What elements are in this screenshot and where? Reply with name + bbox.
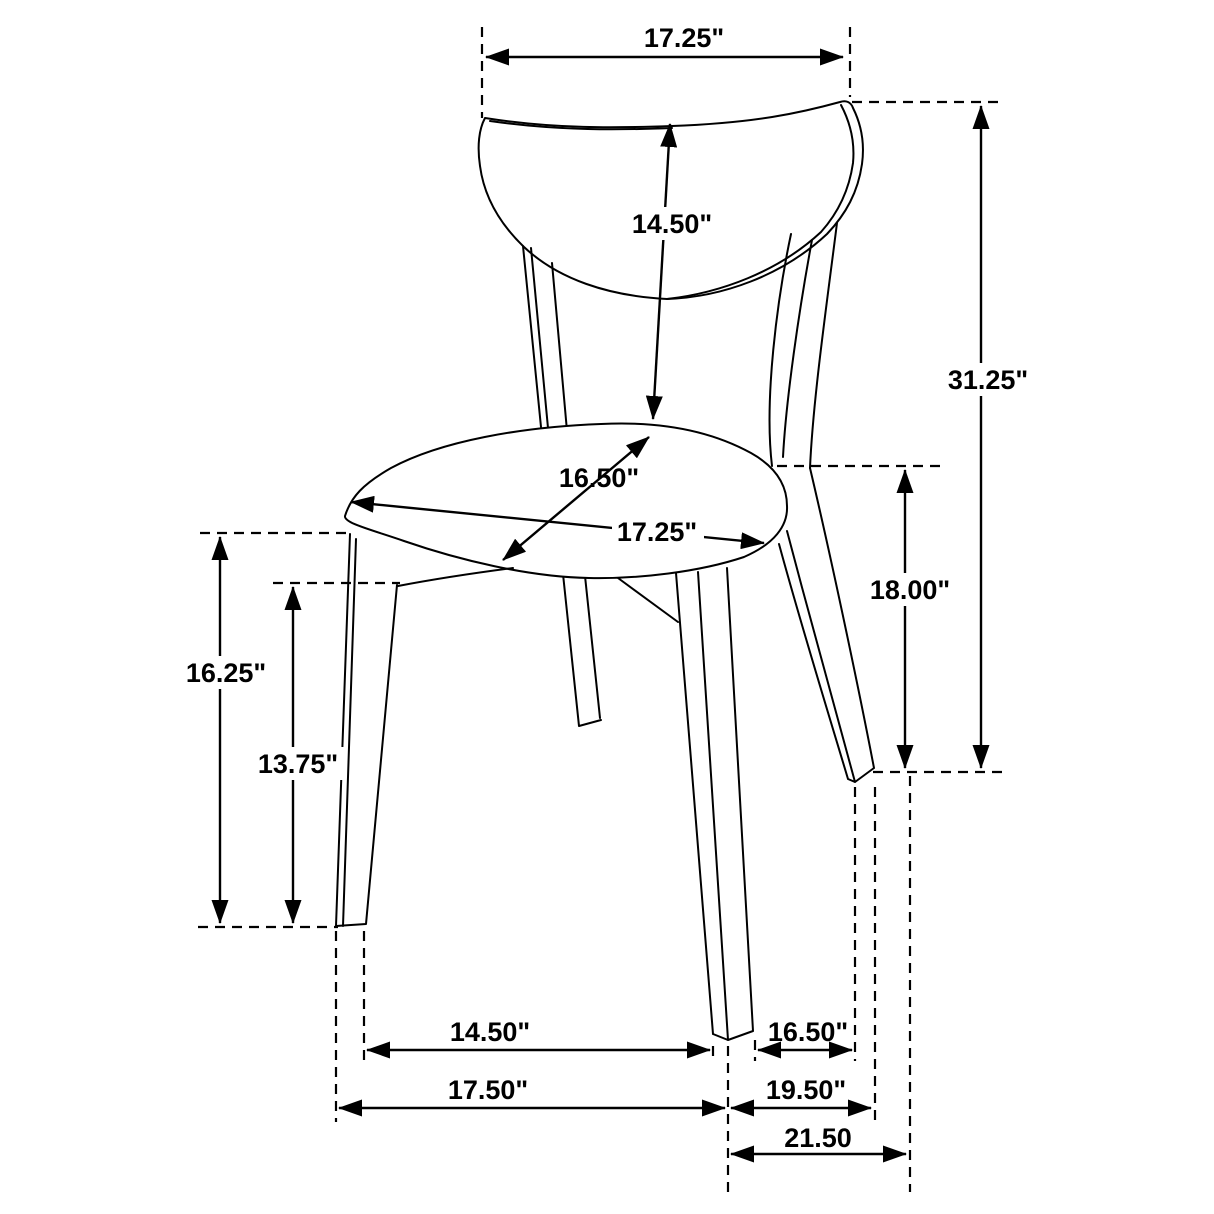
dim-backrest-height-arrow xyxy=(645,123,678,420)
front-left-leg xyxy=(335,533,398,927)
back-support-left xyxy=(522,245,568,432)
dim-base-front-width-label: 17.50" xyxy=(448,1075,528,1105)
dim-backrest-width: 17.25" xyxy=(485,23,844,66)
dim-side-height-inner: 13.75" xyxy=(250,586,346,924)
dim-side-height-outer: 16.25" xyxy=(178,536,274,924)
dim-base-front-inner-width-label: 14.50" xyxy=(450,1017,530,1047)
dim-overall-height-label: 31.25" xyxy=(948,365,1028,395)
dim-seat-height: 18.00" xyxy=(862,469,958,769)
rear-right-leg xyxy=(778,467,875,783)
chair-drawing xyxy=(335,100,875,1041)
dim-base-side-depth-label: 16.50" xyxy=(768,1017,848,1047)
dim-base-front-width: 17.50" xyxy=(338,1075,726,1117)
dim-base-side-depth: 16.50" xyxy=(757,1017,853,1059)
dimension-annotations: 17.25" 14.50" 31.25" 16.50" 17.25" xyxy=(178,23,1036,1163)
dim-seat-diagonal-label: 16.50" xyxy=(559,463,639,493)
extension-lines xyxy=(198,27,1003,1192)
dim-backrest-width-label: 17.25" xyxy=(644,23,724,53)
dim-seat-width-label: 17.25" xyxy=(617,517,697,547)
dim-base-overall-depth-label: 21.50 xyxy=(784,1123,852,1153)
dim-base-rear-depth: 19.50" xyxy=(730,1075,872,1117)
dim-base-overall-depth: 21.50 xyxy=(730,1123,907,1163)
backrest-edge-line xyxy=(666,104,855,300)
dim-side-height-inner-label: 13.75" xyxy=(258,749,338,779)
dim-backrest-height-label: 14.50" xyxy=(632,209,712,239)
dim-overall-height: 31.25" xyxy=(940,105,1036,769)
seat-apron-line xyxy=(397,567,514,587)
dim-backrest-height: 14.50" xyxy=(624,123,720,420)
dim-seat-width: 17.25" xyxy=(350,495,765,550)
seat-outline xyxy=(344,422,789,580)
dim-side-height-outer-label: 16.25" xyxy=(186,658,266,688)
leg-brace-line xyxy=(617,577,679,623)
dim-base-front-inner-width: 14.50" xyxy=(366,1017,711,1059)
dim-base-rear-depth-label: 19.50" xyxy=(766,1075,846,1105)
dim-seat-height-label: 18.00" xyxy=(870,575,950,605)
rear-left-leg xyxy=(562,573,602,727)
front-right-leg xyxy=(675,567,754,1041)
backrest-outline xyxy=(477,100,864,300)
back-support-right xyxy=(768,222,838,469)
